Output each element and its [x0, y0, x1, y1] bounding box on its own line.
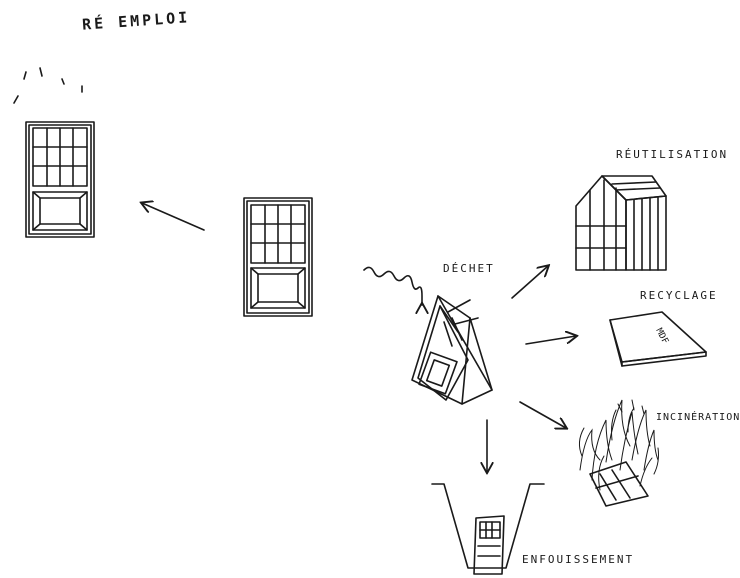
buried-window	[474, 516, 504, 574]
shed-building	[576, 176, 666, 270]
sparkle-marks	[14, 68, 82, 103]
arrow-to-reemploi	[142, 203, 204, 230]
reutilisation-label: RÉUTILISATION	[616, 148, 728, 161]
broken-window	[412, 296, 492, 404]
arrow-to-incineration	[520, 402, 566, 428]
incineration-label: INCINÉRATION	[656, 412, 740, 423]
wavy-arrow-to-dechet	[364, 267, 422, 305]
recyclage-label: RECYCLAGE	[640, 289, 718, 302]
center-window	[244, 198, 312, 316]
mdf-marking: MDF	[653, 327, 669, 346]
enfouissement-label: ENFOUISSEMENT	[522, 553, 634, 566]
reemploi-window	[26, 122, 94, 237]
arrow-to-reutilisation	[512, 266, 548, 298]
dechet-label: DÉCHET	[443, 262, 495, 275]
arrow-to-recyclage	[526, 336, 576, 344]
